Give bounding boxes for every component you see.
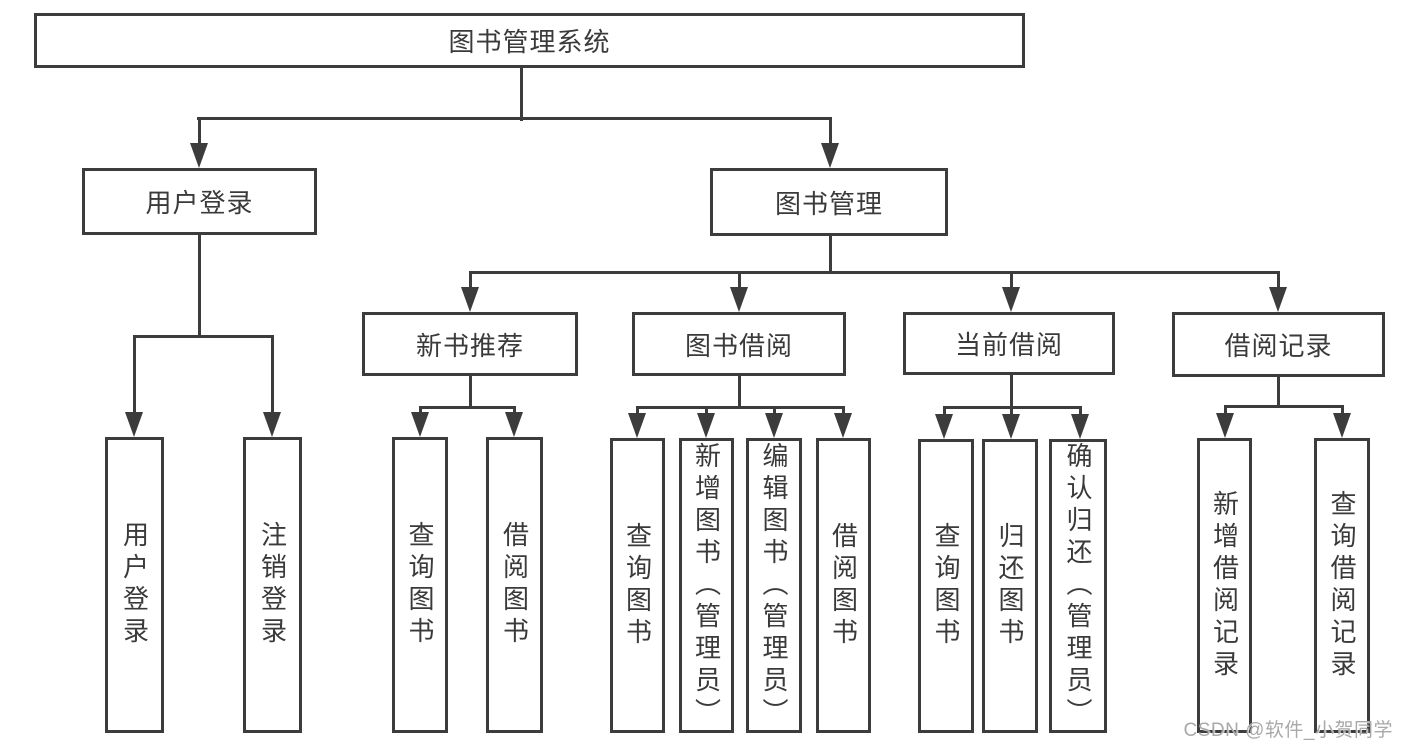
- node-leaf-query-borrow-record: 查询借阅记录: [1314, 438, 1370, 733]
- node-label: 确认归还（管理员）: [1063, 442, 1093, 730]
- node-label: 新增图书（管理员）: [691, 441, 722, 730]
- node-book-borrowing: 图书借阅: [632, 312, 846, 376]
- node-user-login: 用户登录: [82, 168, 317, 235]
- node-leaf-return-books: 归还图书: [982, 439, 1038, 733]
- arrow-down-icon: [125, 412, 143, 437]
- node-leaf-add-borrow-record: 新增借阅记录: [1197, 438, 1252, 733]
- node-label: 借阅图书: [828, 521, 859, 650]
- connector-line: [737, 272, 741, 290]
- node-new-book-recommend: 新书推荐: [362, 312, 578, 376]
- connector-line: [468, 375, 472, 408]
- arrow-down-icon: [935, 414, 953, 439]
- node-label: 查询借阅记录: [1327, 489, 1357, 682]
- arrow-down-icon: [190, 143, 208, 168]
- node-label: 用户登录: [145, 188, 254, 218]
- node-leaf-edit-books: 编辑图书（管理员）: [746, 438, 802, 733]
- node-label: 查询图书: [931, 522, 961, 650]
- arrow-down-icon: [411, 412, 429, 437]
- arrow-down-icon: [821, 143, 839, 168]
- arrow-down-icon: [765, 413, 783, 438]
- node-current-borrowing: 当前借阅: [903, 312, 1115, 375]
- node-leaf-add-books: 新增图书（管理员）: [679, 438, 734, 733]
- connector-line: [132, 336, 136, 415]
- arrow-down-icon: [628, 413, 646, 438]
- connector-line: [704, 407, 708, 416]
- arrow-down-icon: [1002, 287, 1020, 312]
- connector-line: [197, 118, 201, 146]
- connector-line: [468, 270, 1280, 274]
- node-label: 借阅记录: [1224, 331, 1333, 361]
- connector-line: [1078, 407, 1082, 417]
- connector-line: [1009, 407, 1013, 417]
- node-label: 借阅图书: [499, 521, 530, 649]
- connector-line: [418, 405, 516, 409]
- node-label: 编辑图书（管理员）: [759, 441, 789, 730]
- node-leaf-query-books-1: 查询图书: [392, 437, 448, 733]
- arrow-down-icon: [1071, 414, 1089, 439]
- connector-line: [1009, 272, 1013, 290]
- connector-line: [635, 407, 639, 416]
- node-label: 查询图书: [405, 521, 435, 649]
- connector-line: [1276, 376, 1280, 407]
- connector-line: [942, 407, 946, 417]
- arrow-down-icon: [730, 287, 748, 312]
- connector-line: [841, 407, 845, 416]
- connector-line: [828, 235, 832, 274]
- csdn-watermark: CSDN @软件_小贺同学: [1183, 720, 1393, 741]
- arrow-down-icon: [1333, 413, 1351, 438]
- node-leaf-borrow-books-1: 借阅图书: [486, 437, 543, 733]
- arrow-down-icon: [1002, 414, 1020, 439]
- connector-line: [772, 407, 776, 416]
- node-leaf-confirm-return: 确认归还（管理员）: [1049, 439, 1107, 733]
- connector-line: [512, 407, 516, 415]
- arrow-down-icon: [834, 413, 852, 438]
- connector-line: [1223, 406, 1227, 416]
- node-label: 用户登录: [119, 521, 150, 649]
- connector-line: [635, 405, 845, 409]
- arrow-down-icon: [263, 412, 281, 437]
- connector-line: [1223, 404, 1344, 408]
- arrow-down-icon: [1269, 287, 1287, 312]
- node-book-management: 图书管理: [710, 168, 948, 236]
- connector-line: [828, 118, 832, 146]
- connector-line: [737, 375, 741, 408]
- connector-line: [1340, 406, 1344, 416]
- node-label: 图书管理系统: [448, 27, 611, 57]
- node-label: 注销登录: [257, 521, 288, 649]
- connector-line: [132, 334, 274, 338]
- node-label: 归还图书: [995, 522, 1025, 650]
- node-borrowing-records: 借阅记录: [1172, 312, 1385, 377]
- connector-line: [197, 234, 201, 338]
- node-label: 当前借阅: [954, 330, 1063, 360]
- arrow-down-icon: [505, 412, 523, 437]
- connector-line: [519, 67, 523, 121]
- connector-line: [270, 336, 274, 415]
- node-leaf-logout: 注销登录: [243, 437, 302, 733]
- node-root: 图书管理系统: [34, 13, 1025, 68]
- node-leaf-query-books-2: 查询图书: [610, 438, 665, 733]
- node-label: 图书管理: [774, 188, 883, 219]
- connector-line: [1276, 272, 1280, 290]
- node-label: 图书借阅: [684, 330, 793, 361]
- arrow-down-icon: [461, 287, 479, 312]
- node-leaf-query-books-3: 查询图书: [918, 439, 974, 733]
- arrow-down-icon: [1216, 413, 1234, 438]
- connector-line: [468, 272, 472, 290]
- arrow-down-icon: [697, 413, 715, 438]
- node-label: 查询图书: [622, 521, 653, 650]
- node-leaf-user-login: 用户登录: [105, 437, 164, 733]
- connector-line: [1009, 374, 1013, 408]
- connector-line: [418, 407, 422, 415]
- node-leaf-borrow-books-2: 借阅图书: [816, 438, 871, 733]
- node-label: 新增借阅记录: [1209, 489, 1240, 682]
- node-label: 新书推荐: [415, 330, 524, 361]
- connector-line: [196, 116, 832, 120]
